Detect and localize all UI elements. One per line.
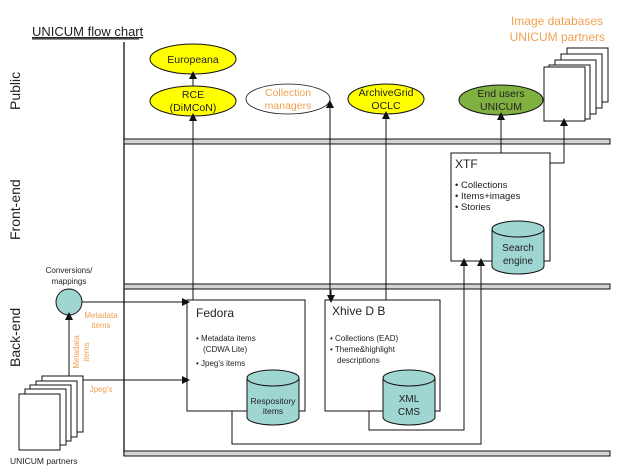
xtf-bullet: • Items+images <box>455 191 521 202</box>
search-engine-label-2: engine <box>503 256 533 267</box>
edge-repository-xtf <box>231 258 485 445</box>
node-rce-label-1: RCE <box>182 89 204 101</box>
layer-label-frontend: Front-end <box>7 179 23 240</box>
node-archivegrid-label-1: ArchiveGrid <box>359 87 414 99</box>
fedora-bullet: (CDWA Lite) <box>203 345 247 354</box>
conversions-label-2: mappings <box>52 277 87 286</box>
xml-cms-label-2: CMS <box>398 407 421 418</box>
xtf-bullet: • Collections <box>455 180 508 191</box>
layer-label-backend: Back-end <box>7 308 23 367</box>
node-archivegrid-label-2: OCLC <box>371 100 401 112</box>
node-collection-managers-label-1: Collection <box>265 87 311 99</box>
conversions-label-1: Conversions/ <box>46 266 93 275</box>
node-collection-managers[interactable]: Collection managers <box>245 83 331 115</box>
xtf-bullet: • Stories <box>455 202 491 213</box>
fedora-bullet: • Metadata items <box>196 334 256 343</box>
xhive-title: Xhive D B <box>332 304 385 318</box>
edge-label-jpegs: Jpeg's <box>90 385 113 394</box>
chart-title: UNICUM flow chart <box>32 24 144 39</box>
edge-label-metadata-vert-1: Metadata <box>72 335 81 369</box>
xtf-title: XTF <box>455 157 478 171</box>
image-databases-label-2: UNICUM partners <box>510 30 605 44</box>
xml-cms-db-icon: XML CMS <box>382 369 436 426</box>
search-engine-label-1: Search <box>502 243 534 254</box>
xhive-bullet: descriptions <box>337 356 380 365</box>
repository-items-label-2: items <box>263 406 283 416</box>
node-europeana[interactable]: Europeana <box>149 43 237 75</box>
fedora-box[interactable]: Fedora • Metadata items (CDWA Lite) • Jp… <box>186 299 306 412</box>
node-collection-managers-label-2: managers <box>265 100 312 112</box>
node-end-users-label-1: End users <box>477 88 524 100</box>
band-public-frontend <box>123 138 611 145</box>
node-end-users[interactable]: End users UNICUM <box>458 84 544 116</box>
unicum-partners-docs-icon <box>18 375 84 451</box>
node-rce-label-2: (DiMCoN) <box>170 102 217 114</box>
repository-items-label-1: Respository <box>251 396 297 406</box>
image-databases-docs-icon <box>543 47 609 122</box>
node-rce[interactable]: RCE (DiMCoN) <box>149 85 237 117</box>
conversions-node[interactable] <box>55 288 83 316</box>
band-bottom <box>123 450 611 457</box>
band-frontend-backend <box>123 283 611 290</box>
edge-label-metadata-1: Metadata <box>84 311 118 320</box>
node-europeana-label: Europeana <box>167 54 219 66</box>
repository-items-db-icon: Respository items <box>246 369 300 426</box>
fedora-bullet: • Jpeg's items <box>196 359 245 368</box>
unicum-partners-label: UNICUM partners <box>10 456 78 466</box>
edge-xtf-image-databases <box>550 118 568 164</box>
node-end-users-label-2: UNICUM <box>480 101 522 113</box>
layer-label-public: Public <box>7 72 23 110</box>
node-archivegrid[interactable]: ArchiveGrid OCLC <box>347 83 425 115</box>
xhive-bullet: • Collections (EAD) <box>330 334 398 343</box>
edge-label-metadata-vert-2: items <box>82 342 91 361</box>
edge-xml-cms-xtf <box>368 258 468 431</box>
image-databases-label-1: Image databases <box>511 14 603 28</box>
fedora-title: Fedora <box>196 306 234 320</box>
edge-label-metadata-2: items <box>91 321 110 330</box>
xml-cms-label-1: XML <box>399 394 420 405</box>
search-engine-db-icon: Search engine <box>491 220 545 275</box>
xhive-bullet: • Theme&highlight <box>330 345 396 354</box>
